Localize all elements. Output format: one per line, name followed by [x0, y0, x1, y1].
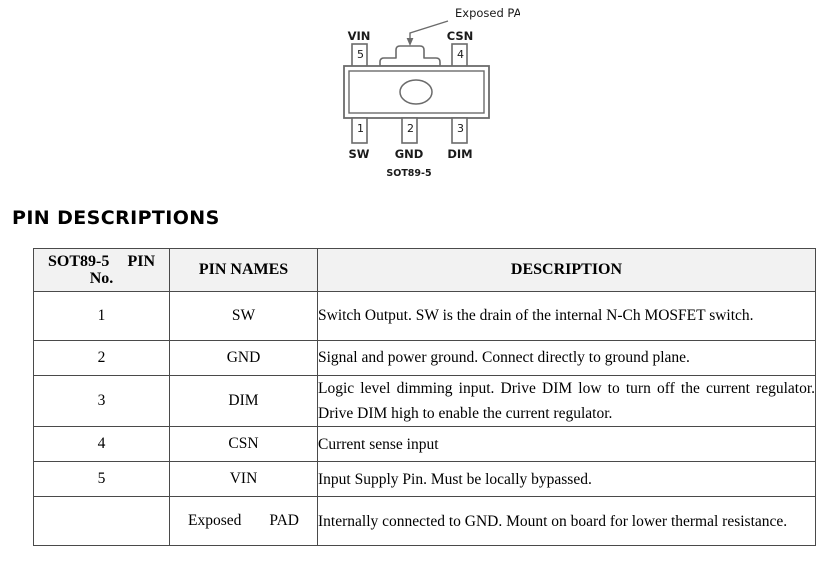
pin-number-1: 1: [357, 122, 364, 135]
column-header-pin-names: PIN NAMES: [169, 248, 318, 292]
pin-label-vin: VIN: [348, 29, 371, 43]
cell-description: Switch Output. SW is the drain of the in…: [317, 291, 816, 341]
table-row: 4 CSN Current sense input: [33, 426, 816, 463]
pin-descriptions-table-body: 1 SW Switch Output. SW is the drain of t…: [33, 291, 816, 547]
table-row: 1 SW Switch Output. SW is the drain of t…: [33, 291, 816, 341]
column-header-pin-no-part2: PIN: [127, 252, 155, 270]
cell-description: Logic level dimming input. Drive DIM low…: [317, 374, 816, 428]
cell-description: Signal and power ground. Connect directl…: [317, 340, 816, 376]
exposed-pad-callout-label: Exposed PAD: [455, 6, 520, 20]
cell-pin-name: CSN: [169, 426, 318, 463]
cell-pin-no: 4: [33, 426, 170, 463]
cell-description: Input Supply Pin. Must be locally bypass…: [317, 461, 816, 498]
lead-pin-1: [351, 117, 368, 144]
lead-pin-3: [451, 117, 468, 144]
column-header-pin-no: SOT89-5 PIN No.: [33, 248, 170, 292]
cell-pin-no: 2: [33, 340, 170, 376]
cell-pin-name: Exposed PAD: [169, 496, 318, 547]
package-dimple: [399, 79, 433, 105]
pin-number-3: 3: [457, 122, 464, 135]
table-header-row: SOT89-5 PIN No. PIN NAMES DESCRIPTION: [33, 248, 816, 292]
pin-number-2: 2: [407, 122, 414, 135]
cell-pin-no: 5: [33, 461, 170, 498]
pin-descriptions-table: SOT89-5 PIN No. PIN NAMES DESCRIPTION 1 …: [33, 248, 816, 547]
table-row: 3 DIM Logic level dimming input. Drive D…: [33, 374, 816, 428]
column-header-pin-no-part1: SOT89-5: [48, 252, 110, 270]
cell-pin-no: 1: [33, 291, 170, 341]
cell-description: Internally connected to GND. Mount on bo…: [317, 496, 816, 547]
exposed-pad-callout-arrow: [406, 38, 414, 46]
cell-pin-no: 3: [33, 374, 170, 428]
pin-label-csn: CSN: [447, 29, 474, 43]
package-name-label: SOT89-5: [386, 168, 431, 179]
cell-pin-name: DIM: [169, 374, 318, 428]
pin-label-gnd: GND: [395, 147, 424, 161]
exposed-pad-shape: [379, 45, 441, 67]
page-title: PIN DESCRIPTIONS: [12, 207, 220, 229]
table-row: 2 GND Signal and power ground. Connect d…: [33, 340, 816, 376]
pin-label-sw: SW: [349, 147, 370, 161]
table-row: Exposed PAD Internally connected to GND.…: [33, 496, 816, 547]
package-diagram: 5 4 1 2 3 VIN CSN SW GND DIM Exposed PAD…: [330, 0, 520, 195]
pin-number-5: 5: [357, 48, 364, 61]
column-header-description: DESCRIPTION: [317, 248, 816, 292]
pin-descriptions-table-container: SOT89-5 PIN No. PIN NAMES DESCRIPTION 1 …: [33, 248, 816, 547]
table-row: 5 VIN Input Supply Pin. Must be locally …: [33, 461, 816, 498]
pin-number-4: 4: [457, 48, 464, 61]
cell-pin-name: GND: [169, 340, 318, 376]
cell-pin-name: VIN: [169, 461, 318, 498]
pin-label-dim: DIM: [447, 147, 472, 161]
lead-pin-2: [401, 117, 418, 144]
cell-pin-name: SW: [169, 291, 318, 341]
exposed-pad-callout-line: [409, 20, 449, 40]
cell-description: Current sense input: [317, 426, 816, 463]
column-header-pin-no-line2: No.: [89, 270, 114, 287]
cell-pin-name-text: Exposed PAD: [188, 512, 299, 530]
cell-pin-no: [33, 496, 170, 547]
